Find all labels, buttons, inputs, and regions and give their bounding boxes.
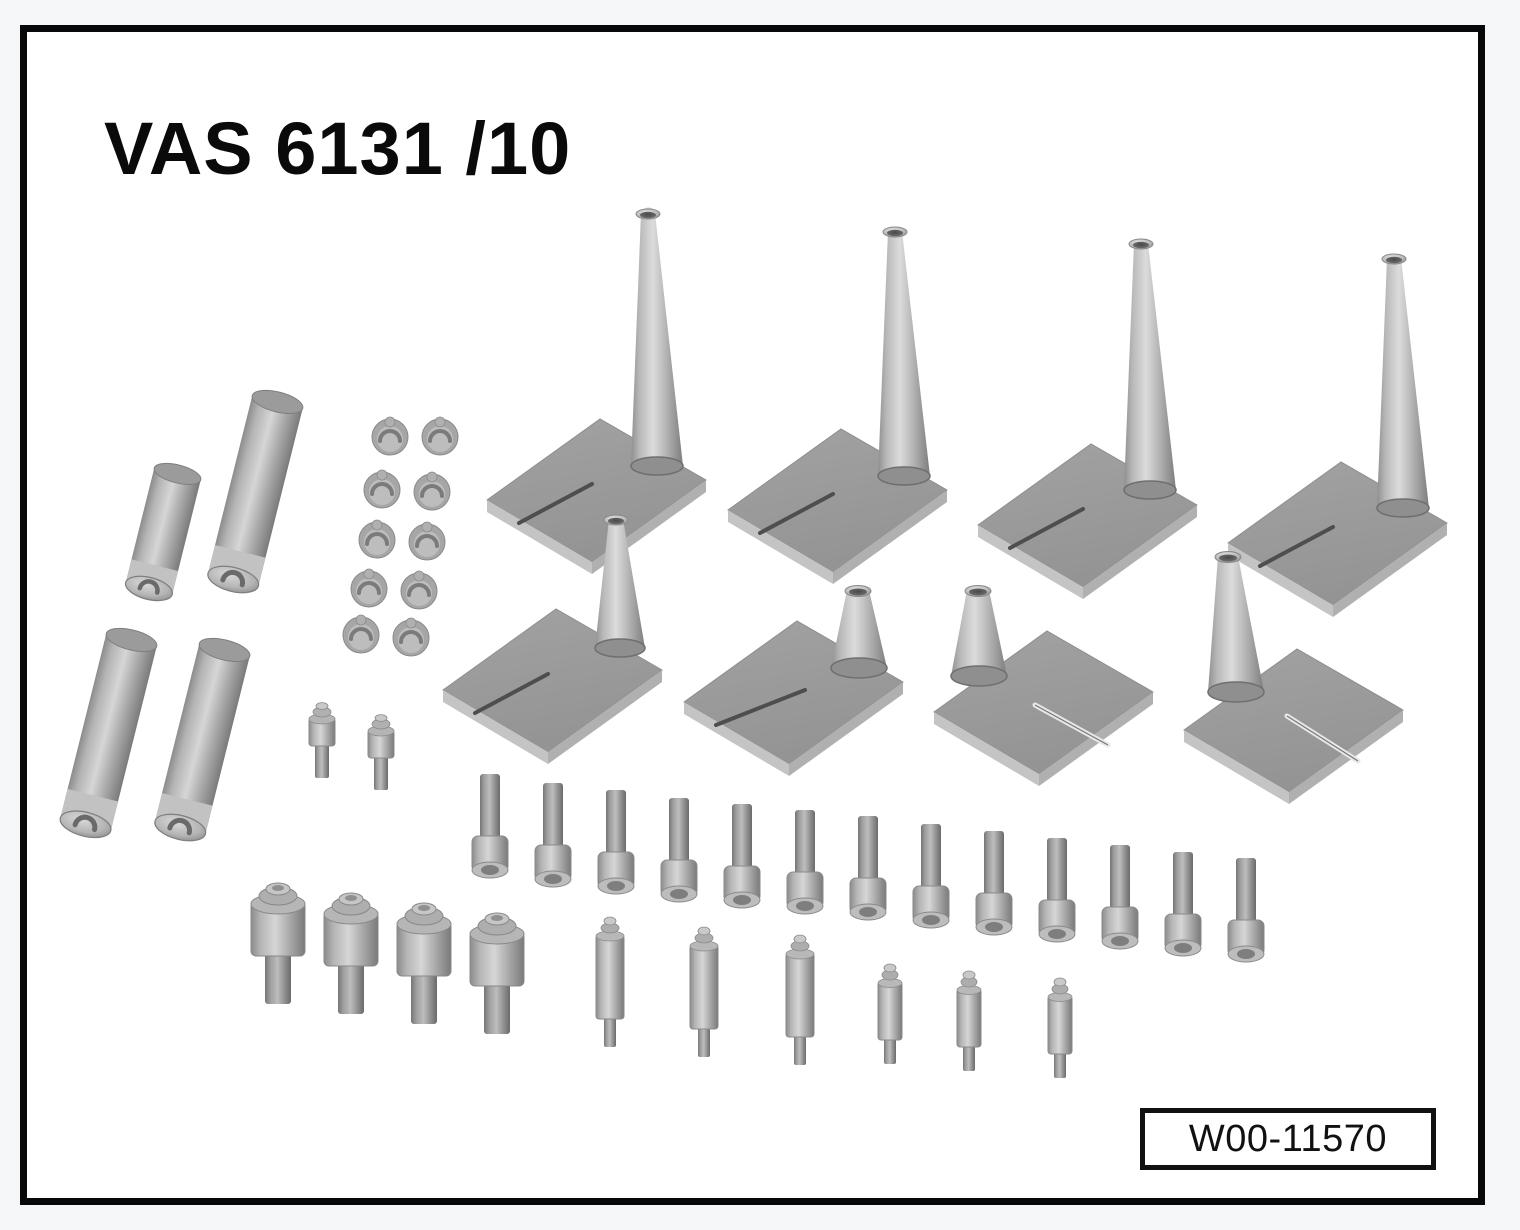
- stepped-adapter: [469, 912, 525, 1034]
- medium-cone: [1207, 551, 1265, 703]
- tall-cone: [877, 226, 931, 486]
- tall-pin: [689, 926, 719, 1057]
- socket-bolt: [1227, 858, 1265, 963]
- tall-pin: [595, 916, 625, 1047]
- page-title: VAS 6131 /10: [104, 107, 572, 190]
- nut-item: [408, 521, 446, 561]
- short-cone: [830, 585, 888, 679]
- small-pin: [308, 702, 336, 778]
- rod-lower-right: [154, 637, 251, 842]
- socket-bolt: [534, 783, 572, 888]
- socket-bolt: [660, 798, 698, 903]
- stepped-adapter: [396, 902, 452, 1024]
- short-pin: [877, 963, 903, 1064]
- stepped-adapter: [323, 892, 379, 1014]
- small-pin: [367, 714, 395, 790]
- plate-groove: [758, 492, 835, 535]
- nut-item: [371, 416, 409, 456]
- short-pin: [1047, 977, 1073, 1078]
- socket-bolt: [1101, 845, 1139, 950]
- socket-bolt: [849, 816, 887, 921]
- plate-groove: [714, 688, 807, 727]
- plate-assembly-1: [486, 207, 707, 574]
- medium-cone: [594, 514, 646, 658]
- plate-assembly-6: [683, 585, 904, 776]
- plate-assembly-3: [977, 238, 1198, 599]
- long-rod-group: [59, 389, 304, 842]
- drawing-number-box: W00-11570: [1140, 1108, 1436, 1170]
- nut-item: [358, 519, 396, 559]
- plate-assembly-8: [1183, 551, 1404, 804]
- nut-item: [363, 469, 401, 509]
- nut-item: [350, 568, 388, 608]
- plate-assembly-2: [727, 226, 948, 584]
- rod-upper-left: [124, 462, 202, 602]
- socket-bolt: [723, 804, 761, 909]
- nut-item: [413, 471, 451, 511]
- socket-bolt-row: [471, 774, 1265, 963]
- tall-cone: [1123, 238, 1177, 500]
- socket-bolt: [1038, 838, 1076, 943]
- plate-groove: [1008, 507, 1085, 550]
- plate-assembly-7: [933, 585, 1154, 786]
- nut-grid: [342, 416, 459, 657]
- socket-bolt: [786, 810, 824, 915]
- rod-upper-right: [207, 389, 304, 594]
- short-pin-group: [877, 963, 1073, 1078]
- stepped-adapter-group: [250, 882, 525, 1034]
- nut-item: [392, 617, 430, 657]
- socket-bolt: [471, 774, 509, 879]
- tall-pin: [785, 934, 815, 1065]
- drawing-number-text: W00-11570: [1188, 1117, 1388, 1160]
- small-pin-group: [308, 702, 395, 790]
- socket-bolt: [1164, 852, 1202, 957]
- plate-groove: [517, 482, 594, 525]
- nut-item: [421, 416, 459, 456]
- socket-bolt: [912, 824, 950, 929]
- nut-item: [400, 570, 438, 610]
- plate-groove: [1258, 525, 1335, 568]
- rod-lower-left: [59, 627, 158, 839]
- plate-assembly-4: [1227, 253, 1448, 617]
- short-pin: [956, 970, 982, 1071]
- nut-item: [342, 614, 380, 654]
- tall-cone: [630, 207, 684, 476]
- tall-pin-group: [595, 916, 815, 1065]
- plate-assembly-5: [442, 514, 663, 764]
- socket-bolt: [597, 790, 635, 895]
- socket-bolt: [975, 831, 1013, 936]
- short-cone: [950, 585, 1008, 687]
- stepped-adapter: [250, 882, 306, 1004]
- plate-groove: [473, 672, 550, 715]
- tall-cone: [1376, 253, 1430, 518]
